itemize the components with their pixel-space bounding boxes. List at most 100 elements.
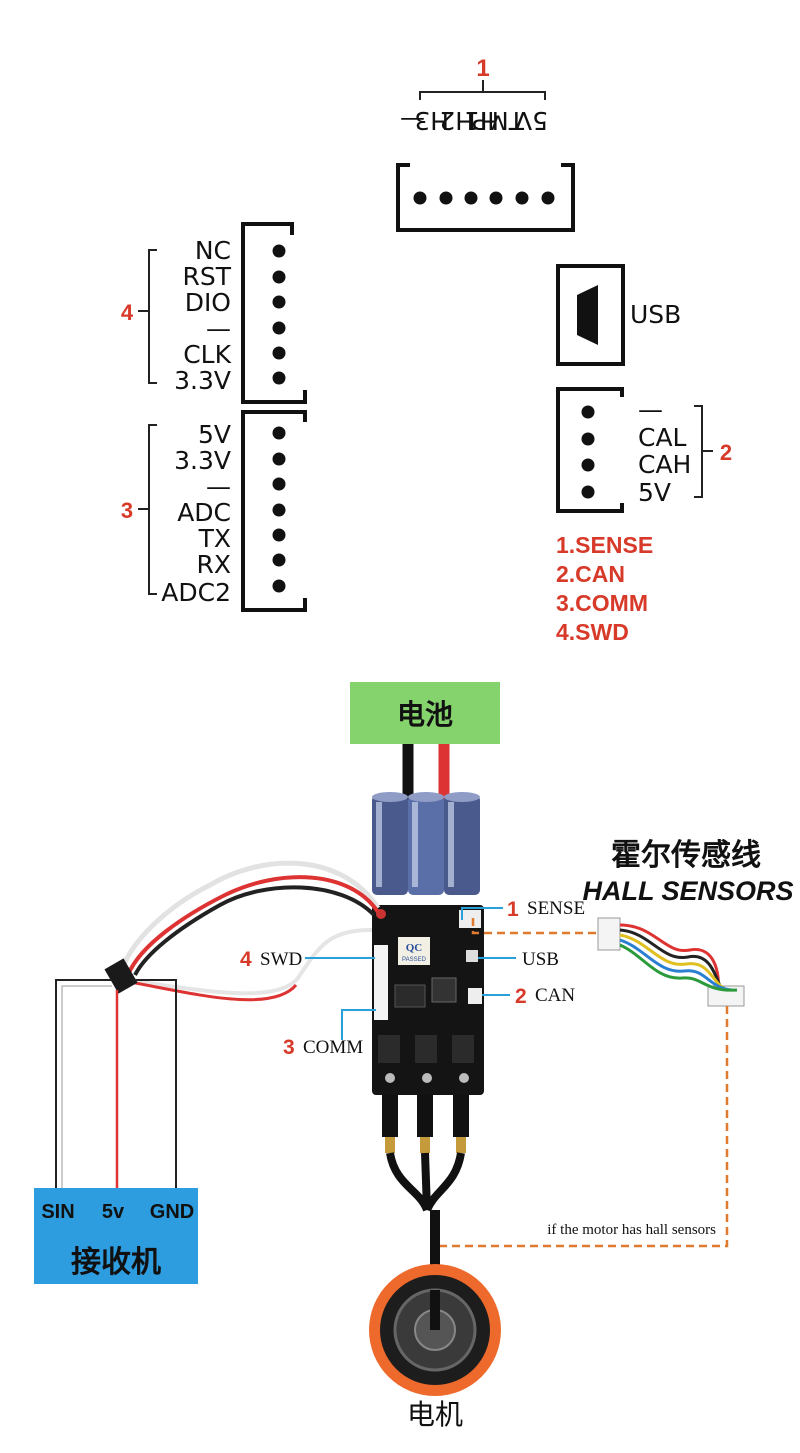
swd-connector-group: 4 NC RST DIO — CLK 3.3V <box>121 222 307 404</box>
capacitor-top <box>408 792 444 802</box>
callout-swd-number: 4 <box>240 948 252 971</box>
swd-pin-label: NC <box>195 236 231 265</box>
pin-dot <box>272 452 286 466</box>
pin-dot <box>272 371 286 385</box>
sense-pin-label: TMP <box>472 106 525 135</box>
receiver-wiring: SIN 5v GND 接收机 <box>34 860 381 1284</box>
callout-line <box>341 1009 376 1040</box>
pin-dot <box>515 191 529 205</box>
esc-board: QC PASSED <box>372 792 484 1300</box>
pin-dot <box>581 458 595 472</box>
mosfet <box>452 1035 474 1063</box>
motor-phase-wires <box>386 1152 465 1212</box>
sense-number: 1 <box>476 55 489 82</box>
chip <box>431 977 457 1003</box>
sense-bracket <box>419 91 546 100</box>
pin-dot <box>272 244 286 258</box>
can-bracket <box>694 405 703 498</box>
pin-dot <box>272 295 286 309</box>
callout-can-text: CAN <box>535 985 575 1006</box>
pin-dot <box>581 405 595 419</box>
battery-label: 电池 <box>397 698 453 731</box>
usb-port-group: USB <box>556 264 681 366</box>
pcb <box>372 905 484 1095</box>
comm-pin-label: 3.3V <box>174 446 231 475</box>
phase-wire <box>382 1095 398 1137</box>
receiver-pin-gnd: GND <box>150 1201 194 1223</box>
callouts: 1 SENSE USB 2 CAN 4 SWD 3 COMM <box>240 898 585 1059</box>
capacitor-stripe <box>412 802 418 887</box>
callout-comm-text: COMM <box>303 1037 363 1058</box>
hall-sensors-group: 霍尔传感线 HALL SENSORS if the motor has hall… <box>440 838 794 1248</box>
ground-line <box>132 979 177 1192</box>
comm-pin-label: ADC2 <box>161 578 231 607</box>
comm-bracket <box>148 424 157 595</box>
callout-line <box>461 907 503 920</box>
solder-pad <box>385 1073 395 1083</box>
hall-dashed-line <box>440 1006 729 1248</box>
legend-item: 4.SWD <box>556 619 629 645</box>
usb-port-body <box>556 264 625 366</box>
comm-number: 3 <box>121 498 133 523</box>
solder-pad <box>422 1073 432 1083</box>
sense-pin-label: H1 <box>464 106 499 135</box>
can-connector-body <box>556 387 624 513</box>
sense-socket <box>459 910 481 928</box>
hall-wire <box>619 928 724 991</box>
hall-label-cn: 霍尔传感线 <box>611 838 761 873</box>
pin-dot <box>272 477 286 491</box>
sense-pin-label: H2 <box>439 106 474 135</box>
pin-dot <box>439 191 453 205</box>
callout-swd-text: SWD <box>260 949 302 970</box>
comm-pin-label: ADC <box>177 498 231 527</box>
comm-pin-label: TX <box>198 524 231 553</box>
battery-group: 电池 <box>350 682 500 800</box>
callout-comm-number: 3 <box>283 1036 295 1059</box>
swd-connector-body <box>241 222 307 404</box>
servo-wire-white <box>117 860 381 976</box>
hall-wire <box>619 933 728 992</box>
comm-connector-body <box>241 410 307 612</box>
phase-wire <box>417 1095 433 1137</box>
hall-plug <box>597 917 621 951</box>
servo-wire-black <box>133 885 376 976</box>
can-number: 2 <box>720 440 732 465</box>
pin-dot <box>489 191 503 205</box>
capacitor-top <box>444 792 480 802</box>
usb-port-icon <box>577 285 598 345</box>
can-connector-group: — CAL CAH 5V 2 <box>556 387 732 513</box>
can-socket <box>468 988 482 1004</box>
sense-pin-label: 5V <box>515 106 548 135</box>
swd-number: 4 <box>121 300 134 325</box>
pin-dot <box>581 432 595 446</box>
callout-can-number: 2 <box>515 985 527 1008</box>
legend-item: 2.CAN <box>556 561 625 587</box>
qc-sticker-text: QC <box>406 942 423 954</box>
can-pin-label: CAL <box>638 423 687 452</box>
swd-pin-label: CLK <box>183 340 231 369</box>
pin-dot <box>272 270 286 284</box>
swd-bracket <box>148 249 157 384</box>
callout-sense-number: 1 <box>507 898 519 921</box>
pin-dot <box>464 191 478 205</box>
pin-dot <box>272 553 286 567</box>
servo-plug <box>104 958 138 994</box>
legend-item: 3.COMM <box>556 590 648 616</box>
capacitor-stripe <box>448 802 454 887</box>
pin-dot <box>272 579 286 593</box>
bullet-connector <box>456 1137 466 1153</box>
comm-connector-group: 3 5V 3.3V — ADC TX RX ADC2 <box>121 410 307 612</box>
hall-label-en: HALL SENSORS <box>582 876 793 906</box>
sense-connector-group: 1 5V TMP H1 H2 H3 — <box>396 55 575 232</box>
callout-usb-text: USB <box>522 949 559 970</box>
receiver-pin-5v: 5v <box>102 1201 125 1223</box>
phase-wire <box>453 1095 469 1137</box>
comm-pin-label: — <box>206 472 231 501</box>
pin-dot <box>413 191 427 205</box>
sense-connector-body <box>396 163 575 232</box>
hall-wire <box>619 943 738 992</box>
swd-pin-label: RST <box>182 262 231 291</box>
can-pin-label: — <box>638 395 663 424</box>
